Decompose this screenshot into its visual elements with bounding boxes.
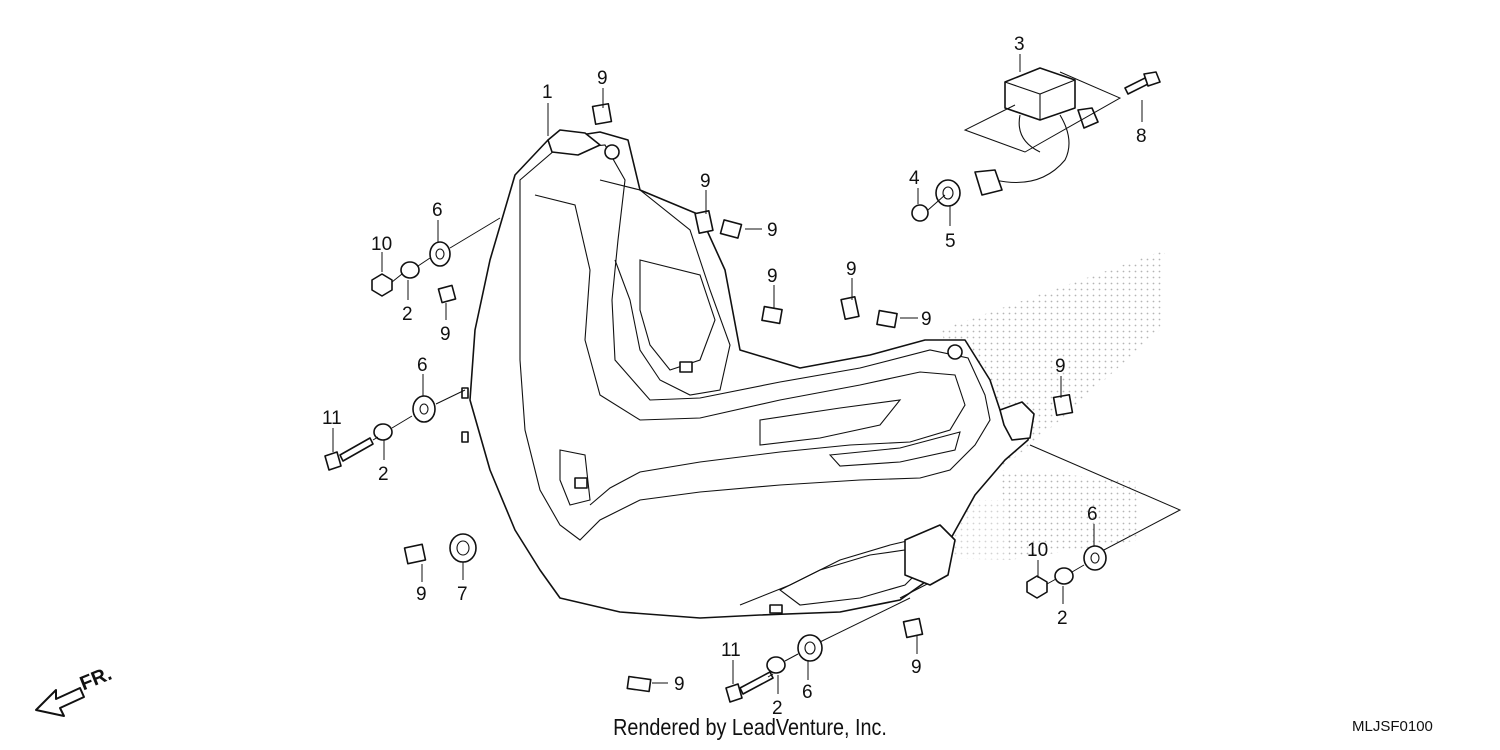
callout-label: 9 — [767, 220, 778, 241]
callout-label: 6 — [432, 200, 443, 221]
callout-label: 6 — [1087, 504, 1098, 525]
callout-label: 8 — [1136, 126, 1147, 147]
diagram-code: MLJSF0100 — [1352, 718, 1433, 735]
callout-label: 5 — [945, 231, 956, 252]
headlight-assembly — [461, 129, 1035, 619]
front-arrow-icon — [35, 687, 85, 717]
callout-label: 9 — [911, 657, 922, 678]
callout-label: 10 — [371, 234, 392, 255]
callout-label: 9 — [674, 674, 685, 695]
callouts: 1 9 3 8 4 5 9 9 6 10 2 9 9 9 9 6 11 2 9 … — [322, 34, 1147, 719]
center-clips — [591, 102, 1074, 693]
callout-label: 9 — [921, 309, 932, 330]
harness-module — [911, 67, 1161, 222]
callout-label: 2 — [1057, 608, 1068, 629]
callout-label: 11 — [721, 640, 741, 661]
callout-label: 9 — [767, 266, 778, 287]
callout-label: 9 — [597, 68, 608, 89]
callout-label: 10 — [1027, 540, 1048, 561]
right-hardware — [725, 444, 1182, 703]
callout-label: 1 — [542, 82, 553, 103]
callout-label: 3 — [1014, 34, 1025, 55]
callout-label: 2 — [402, 304, 413, 325]
label-leaders — [332, 54, 1143, 694]
callout-label: 2 — [378, 464, 389, 485]
callout-label: 6 — [802, 682, 813, 703]
callout-label: 9 — [700, 171, 711, 192]
callout-label: 9 — [1055, 356, 1066, 377]
left-hardware — [324, 217, 501, 565]
callout-label: 11 — [322, 408, 342, 429]
callout-label: 9 — [846, 259, 857, 280]
callout-label: 4 — [909, 168, 920, 189]
callout-label: 9 — [440, 324, 451, 345]
callout-label: 9 — [416, 584, 427, 605]
callout-label: 6 — [417, 355, 428, 376]
callout-label: 2 — [772, 698, 783, 719]
render-credit: Rendered by LeadVenture, Inc. — [613, 714, 887, 740]
callout-label: 7 — [457, 584, 468, 605]
